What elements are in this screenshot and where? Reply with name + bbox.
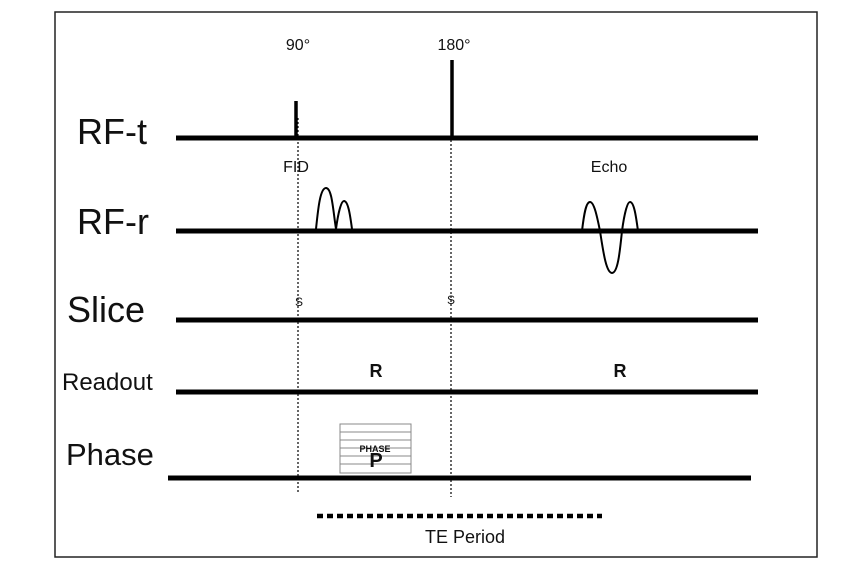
readout-marker-1: R bbox=[370, 361, 383, 381]
row-label-readout: Readout bbox=[62, 369, 153, 396]
phase-letter: P bbox=[369, 450, 382, 472]
phase-encoding-table: PHASE P bbox=[339, 423, 412, 474]
slice-marker-180: S bbox=[447, 293, 455, 307]
slice-marker-90: S bbox=[295, 295, 303, 309]
row-label-rf-r: RF-r bbox=[77, 201, 149, 242]
readout-marker-2: R bbox=[614, 361, 627, 381]
row-label-slice: Slice bbox=[67, 289, 145, 330]
echo-label: Echo bbox=[591, 159, 628, 176]
pulse-180-label: 180° bbox=[437, 37, 470, 54]
pulse-90-label: 90° bbox=[286, 37, 310, 54]
phase-table-label: PHASE bbox=[359, 444, 390, 454]
te-period-label: TE Period bbox=[425, 527, 505, 547]
echo-waveform bbox=[581, 200, 639, 275]
row-label-rf-t: RF-t bbox=[77, 111, 147, 152]
diagram-frame bbox=[54, 11, 818, 558]
fid-waveform bbox=[315, 186, 353, 230]
fid-label: FID bbox=[283, 159, 309, 176]
row-label-phase: Phase bbox=[66, 437, 154, 472]
